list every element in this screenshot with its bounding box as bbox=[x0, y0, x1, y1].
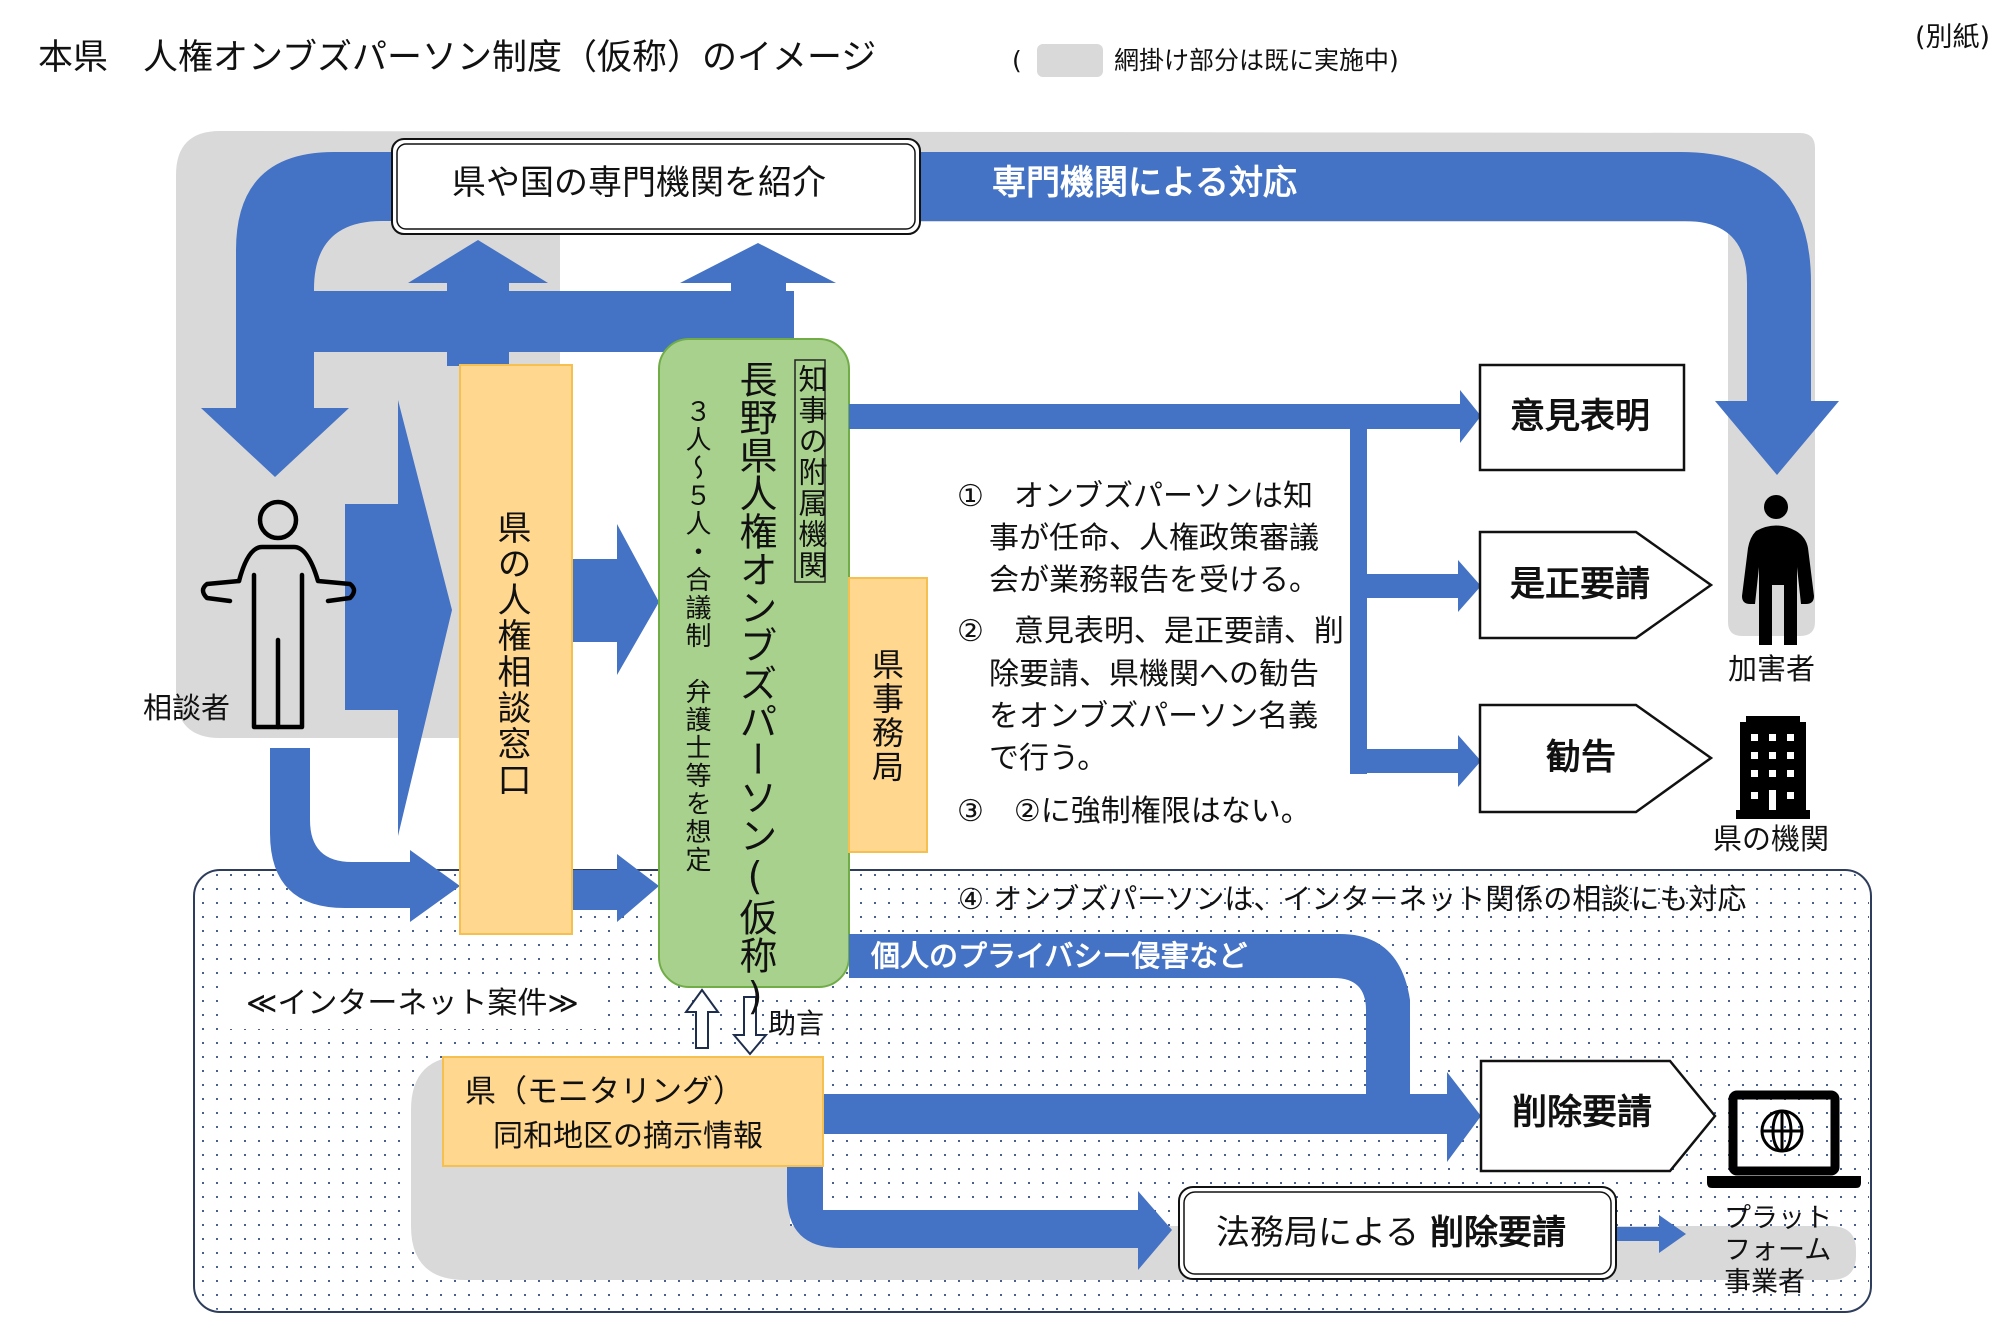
arrow-up-ombuds bbox=[680, 243, 836, 283]
ombudsperson-detail-label: ３人～５人・合議制 弁護士等を想定 bbox=[681, 398, 711, 874]
secretariat-label: 県事務局 bbox=[867, 648, 905, 784]
note-1-line-2: 事が任命、人権政策審議 bbox=[989, 521, 1319, 556]
ombudsperson-title-label: 長野県人権オンブズパーソン(仮称) bbox=[733, 360, 777, 1018]
opinion-box bbox=[1478, 363, 1686, 472]
laptop-globe-icon bbox=[1707, 1090, 1861, 1188]
advice-arrow-down bbox=[731, 996, 769, 1056]
note-2-line-1: ② 意見表明、是正要請、削 bbox=[957, 614, 1344, 649]
opinion-label: 意見表明 bbox=[1510, 397, 1651, 437]
internet-section-label: ≪インターネット案件≫ bbox=[228, 979, 597, 1029]
legal-affairs-label-bold: 削除要請 bbox=[1430, 1213, 1566, 1253]
attachment-label: (別紙) bbox=[1915, 22, 1991, 53]
arrow-monitoring-to-legal bbox=[787, 1166, 1172, 1270]
building-icon bbox=[1736, 716, 1810, 819]
privacy-band-label: 個人のプライバシー侵害など bbox=[871, 939, 1248, 973]
note-2-line-4: で行う。 bbox=[989, 741, 1108, 776]
perpetrator-label: 加害者 bbox=[1728, 652, 1816, 686]
note-2-line-3: をオンブズパーソン名義 bbox=[989, 699, 1319, 734]
perpetrator-person-icon bbox=[1742, 495, 1814, 645]
legal-affairs-box bbox=[1178, 1186, 1617, 1280]
deletion-label: 削除要請 bbox=[1512, 1093, 1653, 1133]
consultant-person-icon bbox=[200, 499, 357, 730]
legend-text: 網掛け部分は既に実施中) bbox=[1114, 46, 1399, 75]
arrow-up-window bbox=[408, 240, 548, 283]
note-3: ③ ②に強制権限はない。 bbox=[957, 794, 1311, 829]
arrow-window-to-ombuds bbox=[572, 524, 659, 675]
consultation-window-box bbox=[459, 364, 573, 935]
platform-label-2: フォーム bbox=[1724, 1235, 1832, 1266]
deletion-box bbox=[1479, 1059, 1717, 1173]
recommendation-label: 勧告 bbox=[1546, 738, 1617, 778]
monitoring-box bbox=[442, 1056, 824, 1167]
page-title: 本県 人権オンブズパーソン制度（仮称）のイメージ bbox=[38, 38, 877, 78]
introduce-box-label: 県や国の専門機関を紹介 bbox=[452, 163, 826, 203]
arrow-monitoring-to-deletion bbox=[823, 1072, 1481, 1162]
expert-response-label: 専門機関による対応 bbox=[992, 163, 1297, 203]
note-4: ④ オンブズパーソンは、インターネット関係の相談にも対応 bbox=[958, 882, 1747, 916]
correction-box bbox=[1478, 530, 1714, 640]
legend-open-paren: ( bbox=[1012, 46, 1022, 75]
arrow-consultant-to-window bbox=[345, 400, 452, 836]
correction-label: 是正要請 bbox=[1510, 565, 1651, 605]
note-2-line-2: 除要請、県機関への勧告 bbox=[989, 657, 1319, 692]
monitoring-label-1: 県（モニタリング） bbox=[465, 1074, 744, 1110]
ombudsperson-affiliation-label: 知事の附属機関 bbox=[794, 364, 828, 581]
introduce-box bbox=[391, 138, 921, 235]
platform-label-1: プラット bbox=[1724, 1203, 1832, 1234]
consultant-label: 相談者 bbox=[143, 691, 231, 725]
legal-affairs-label-plain: 法務局による bbox=[1216, 1213, 1419, 1253]
platform-label-3: 事業者 bbox=[1724, 1267, 1805, 1298]
arrow-consultant-internet bbox=[270, 748, 460, 922]
legend-shaded-swatch bbox=[1037, 44, 1103, 77]
monitoring-label-2: 同和地区の摘示情報 bbox=[493, 1119, 763, 1154]
note-1-line-1: ① オンブズパーソンは知 bbox=[957, 479, 1313, 514]
consultation-window-label: 県の人権相談窓口 bbox=[491, 510, 531, 798]
note-1-line-3: 会が業務報告を受ける。 bbox=[989, 563, 1319, 598]
secretariat-box bbox=[848, 577, 928, 853]
arrow-privacy-violation bbox=[849, 934, 1410, 1098]
advice-arrow-up bbox=[684, 988, 720, 1049]
recommendation-box bbox=[1478, 703, 1714, 814]
advice-label: 助言 bbox=[768, 1007, 825, 1040]
prefecture-agency-label: 県の機関 bbox=[1713, 822, 1830, 856]
